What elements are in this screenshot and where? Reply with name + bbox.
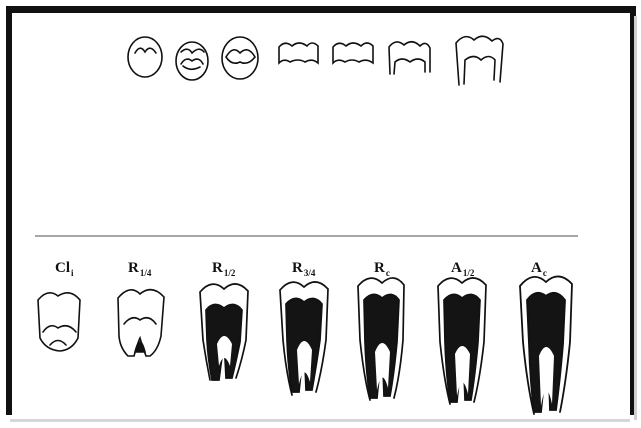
crown-sketch-7	[456, 36, 503, 85]
crown-sketch-5	[333, 43, 373, 63]
tooth-stage-ac	[520, 276, 572, 414]
crown-sketch-1	[128, 37, 162, 77]
stage-label-2: R1/4	[128, 260, 152, 278]
tooth-stage-r14	[118, 290, 164, 356]
tooth-stage-r34	[280, 282, 328, 395]
stage-label-main: R	[374, 260, 385, 276]
crown-sketch-2	[176, 42, 208, 80]
root-stage-row	[38, 276, 572, 414]
crown-sketch-3	[222, 37, 258, 79]
crown-sketch-4	[279, 43, 318, 63]
tooth-stage-r12	[200, 284, 248, 380]
stage-label-main: R	[212, 260, 223, 276]
crown-stage-row	[128, 36, 503, 85]
stage-label-1: Cli	[55, 260, 74, 278]
tooth-stage-a12	[438, 278, 486, 404]
stage-label-7: Ac	[531, 260, 547, 278]
stage-label-main: R	[128, 260, 139, 276]
stage-label-4: R3/4	[292, 260, 316, 278]
crown-sketch-6	[389, 42, 430, 74]
stage-label-subscript: 1/2	[224, 268, 236, 278]
stage-label-3: R1/2	[212, 260, 236, 278]
stage-label-main: A	[531, 260, 542, 276]
stage-label-subscript: 3/4	[304, 268, 316, 278]
stage-label-subscript: c	[386, 268, 390, 278]
stage-label-main: R	[292, 260, 303, 276]
stage-label-main: Cl	[55, 260, 70, 276]
stage-label-6: A1/2	[451, 260, 475, 278]
stage-label-subscript: 1/2	[463, 268, 475, 278]
stage-label-subscript: 1/4	[140, 268, 152, 278]
stage-label-main: A	[451, 260, 462, 276]
stage-label-5: Rc	[374, 260, 390, 278]
tooth-stage-rc	[358, 278, 404, 400]
stage-label-subscript: c	[543, 268, 547, 278]
tooth-stage-cli	[38, 293, 80, 351]
stage-label-subscript: i	[71, 268, 74, 278]
